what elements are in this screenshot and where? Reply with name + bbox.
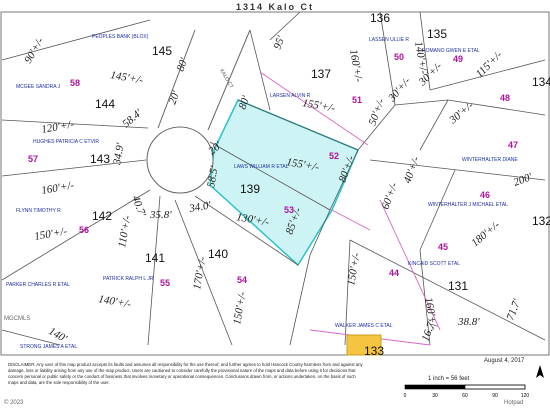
owner-name: WALKER JAMES C ETAL [335, 323, 393, 329]
dimension-label: 110'+/- [116, 214, 133, 248]
dimension-label: 38.8' [457, 316, 480, 328]
owner-name-layer: PEOPLES BANK (BLOX) MCGEE SANDRA J HUGHES … [6, 34, 518, 350]
scale-tick-label: 120 [521, 393, 530, 399]
dimension-label: 160'+/- [347, 48, 365, 83]
lot-number: 137 [311, 67, 331, 81]
dimension-label: 34.9' [111, 142, 127, 167]
sublot-number: 44 [389, 268, 399, 278]
lot-number: 141 [145, 251, 165, 265]
dimension-label: 58.5' [205, 165, 221, 189]
lot-number: 135 [427, 27, 447, 41]
lot-number: 140 [208, 247, 228, 261]
dimension-label: 35.8' [149, 209, 172, 221]
sublot-number: 48 [500, 93, 510, 103]
owner-name: PATRICK RALPH L JR [103, 276, 154, 282]
dimension-label: 150'+/- [231, 291, 249, 326]
sublot-number: 47 [508, 140, 518, 150]
dimension-label: 160'+/- [422, 296, 440, 331]
map-date: August 4, 2017 [484, 358, 525, 364]
scale-tick-label: 30 [432, 393, 438, 399]
sublot-number: 45 [438, 242, 448, 252]
lot-number: 143 [90, 152, 110, 166]
cul-de-sac [146, 126, 214, 194]
owner-name: HUGHES PATRICIA C ETVIR [33, 139, 99, 145]
copyright-text: © 2023 [4, 400, 24, 406]
owner-name: PARKER CHARLES R ETAL [6, 282, 70, 288]
dimension-label: 145'+/- [109, 69, 144, 87]
sublot-number: 56 [79, 225, 89, 235]
lot-number: 134 [532, 75, 550, 89]
lot-number: 139 [240, 182, 260, 196]
dimension-label: 20' [167, 89, 183, 106]
scale-bar [404, 384, 526, 390]
owner-name: LAWS WILLIAM R ETAL [234, 164, 289, 170]
owner-name: WINTERHALTER J MICHAEL ETAL [428, 202, 508, 208]
scale-tick-label: 90 [492, 393, 498, 399]
scale-text: 1 inch = 56 feet [428, 376, 470, 382]
sublot-number: 49 [453, 54, 463, 64]
lot-number: 142 [92, 209, 112, 223]
brand-watermark: Hotpad [504, 400, 524, 406]
sublot-number: 55 [160, 278, 170, 288]
kalo-ct-road [157, 29, 251, 131]
lot-number: 136 [370, 11, 390, 25]
dimension-label: 150'+/- [345, 252, 363, 287]
sublot-number: 51 [352, 95, 362, 105]
lot-number-layer: 145 144 143 142 141 140 139 137 136 135 134 132 131 1… [90, 11, 550, 358]
dimension-label: 34.0' [187, 199, 212, 215]
sublot-number: 46 [480, 190, 490, 200]
mls-watermark: MGCMLS [4, 316, 31, 322]
lot-number: 133 [364, 344, 384, 358]
owner-name: MCGEE SANDRA J [16, 84, 61, 90]
sublot-number: 50 [394, 52, 404, 62]
sublot-number-layer: 58 57 56 55 54 53 52 51 50 49 48 47 46 45 44 [28, 52, 518, 288]
scale-tick-layer: 0 30 60 90 120 [404, 393, 530, 399]
dimension-layer: 90'+/-145'+/-80'95'160'+/-140'+/-115'+/-… [22, 34, 534, 346]
dimension-label: 160'+/- [40, 179, 75, 197]
owner-name: LARSEN ALVIN R [270, 93, 311, 99]
owner-name: LASSEN ULLIE R [369, 37, 409, 43]
sublot-number: 54 [237, 275, 247, 285]
scale-tick-label: 0 [404, 393, 407, 399]
owner-name: ROMANO GWEN E ETAL [422, 48, 480, 54]
owner-name: PEOPLES BANK (BLOX) [92, 34, 149, 40]
adjacent-parcel-marker [346, 334, 382, 356]
dimension-label: 120'+/- [40, 118, 75, 136]
dimension-label: 80' [175, 56, 191, 73]
dimension-label: 155'+/- [285, 156, 320, 174]
owner-name: KINCAID SCOTT ETAL [408, 261, 460, 267]
map-title: 1314 Kalo Ct [235, 2, 315, 12]
sublot-number: 57 [28, 154, 38, 164]
dimension-label: 150'+/- [33, 225, 68, 243]
lot-number: 145 [152, 44, 172, 58]
sublot-number: 52 [329, 151, 339, 161]
sublot-number: 58 [70, 78, 80, 88]
owner-name: FLYNN TIMOTHY R [16, 208, 61, 214]
parcel-lines [1, 11, 546, 346]
disclaimer-text: DISCLAIMER: Any user of this map product… [8, 362, 363, 385]
north-arrow-icon [536, 365, 544, 378]
dimension-label: 80' [237, 94, 253, 111]
lot-number: 132 [532, 214, 550, 228]
lot-number: 144 [95, 97, 115, 111]
dimension-label: 140'+/- [412, 40, 430, 75]
dimension-label: 95' [272, 34, 288, 51]
dimension-label: 155'+/- [301, 97, 336, 115]
lot-number: 131 [448, 279, 468, 293]
scale-tick-label: 60 [462, 393, 468, 399]
dimension-label: 170'+/- [191, 256, 209, 291]
dimension-label: 140'+/- [97, 293, 132, 311]
sublot-number: 53 [284, 205, 294, 215]
owner-name: STRONG JAMES A ETAL [20, 344, 77, 350]
owner-name: WINTERHALTER DIANE [462, 157, 518, 163]
dimension-label: 130'+/- [235, 211, 270, 229]
